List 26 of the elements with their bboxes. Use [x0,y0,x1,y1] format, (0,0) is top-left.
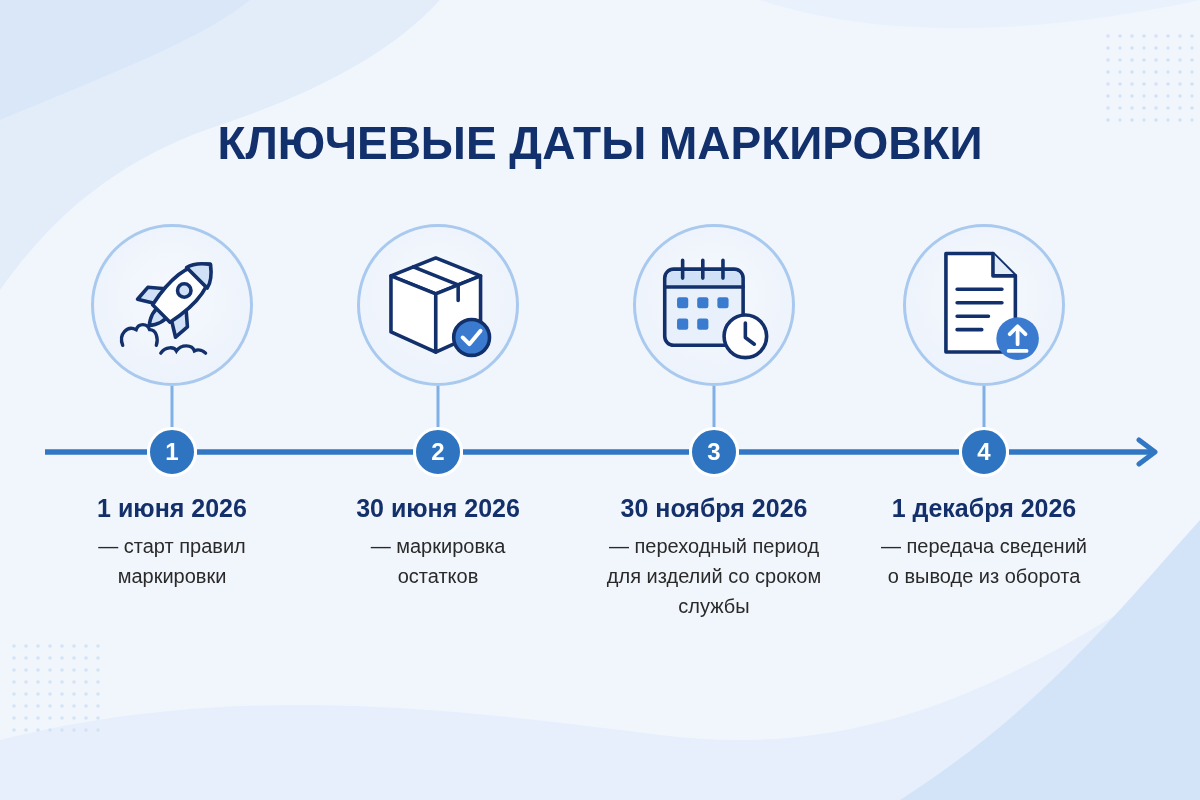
timeline-line [197,449,413,455]
step-number: 1 [165,439,179,465]
description-text: — передача сведений о выводе из оборота [879,534,1088,589]
connector-line [170,386,174,427]
step-marker [689,427,739,477]
date-label: 1 июня 2026 [97,493,247,523]
connector-line [712,386,716,427]
connector-line [436,386,440,427]
timeline-line [45,449,147,455]
step-marker [959,427,1009,477]
step-number: 3 [707,439,721,465]
step-marker [147,427,197,477]
title: КЛЮЧЕВЫЕ ДАТЫ МАРКИРОВКИ [217,116,983,170]
timeline-line [739,449,959,455]
description-text: — переходный период для изделий со сроком службы [605,534,823,619]
step-number: 4 [977,439,991,465]
timeline-arrow [1009,437,1158,467]
timeline-line [463,449,689,455]
connector-line [982,386,986,427]
description-text: — старт правил маркировки [97,534,247,589]
date-label: 30 июня 2026 [356,493,520,523]
step-number: 2 [431,439,445,465]
description-text: — маркировка остатков [369,534,507,589]
date-label: 1 декабря 2026 [891,493,1077,523]
date-label: 30 ноября 2026 [620,493,808,523]
step-marker [413,427,463,477]
